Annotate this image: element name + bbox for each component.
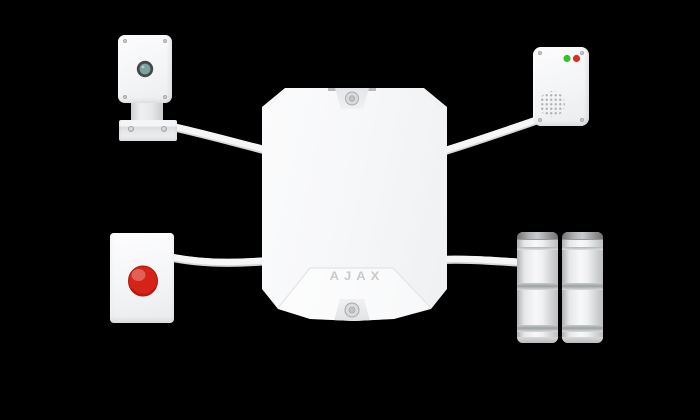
corner-screw bbox=[580, 51, 584, 55]
base-screw-left bbox=[128, 126, 134, 132]
detector-bracket-neck bbox=[131, 101, 163, 121]
ajax-logo: AJAX bbox=[329, 268, 385, 283]
cable-bottom-right bbox=[438, 255, 528, 266]
hub-facet-lines bbox=[266, 88, 443, 321]
hub-bottom-screw bbox=[344, 302, 360, 318]
hub-top-screw bbox=[345, 91, 359, 106]
detector-lens-icon bbox=[136, 60, 154, 78]
hub-crease-line bbox=[277, 267, 432, 309]
red-led-icon bbox=[572, 54, 581, 63]
curtain-detector-left bbox=[517, 232, 558, 343]
corner-screw bbox=[538, 118, 542, 122]
corner-screw bbox=[580, 118, 584, 122]
corner-screw bbox=[163, 39, 167, 43]
curtain-detector-right bbox=[562, 232, 603, 343]
detector-head bbox=[118, 35, 172, 103]
cable-top-right bbox=[438, 112, 551, 155]
corner-screw bbox=[538, 51, 542, 55]
status-leds bbox=[563, 54, 581, 63]
detector-top-cap bbox=[517, 232, 558, 240]
hub-corner-crease bbox=[266, 89, 443, 109]
detector-top-cap bbox=[562, 232, 603, 240]
corner-screw bbox=[123, 39, 127, 43]
green-led-icon bbox=[563, 54, 571, 63]
detector-bottom-cap bbox=[562, 337, 603, 343]
hub-lower-facet bbox=[278, 268, 431, 321]
corner-screw bbox=[123, 95, 127, 99]
detector-lower-band bbox=[562, 325, 603, 332]
cable-bottom-left bbox=[164, 252, 272, 266]
base-screw-right bbox=[161, 126, 167, 132]
corner-screw bbox=[163, 95, 167, 99]
detector-lower-band bbox=[517, 325, 558, 332]
red-panic-button bbox=[128, 265, 158, 297]
detector-mounting-base bbox=[119, 120, 177, 141]
detector-bottom-cap bbox=[517, 337, 558, 343]
detector-mid-band bbox=[517, 283, 558, 290]
detector-mid-band bbox=[562, 283, 603, 290]
cable-top-left bbox=[168, 122, 272, 154]
detector-seam bbox=[517, 247, 558, 250]
speaker-grille-icon bbox=[539, 91, 565, 117]
wired-panic-button bbox=[110, 233, 174, 323]
wired-detector-with-leds-and-speaker bbox=[533, 47, 589, 126]
multitransmitter-hub: AJAX bbox=[262, 88, 447, 321]
hub-body: AJAX bbox=[262, 88, 447, 321]
detector-seam bbox=[562, 247, 603, 250]
